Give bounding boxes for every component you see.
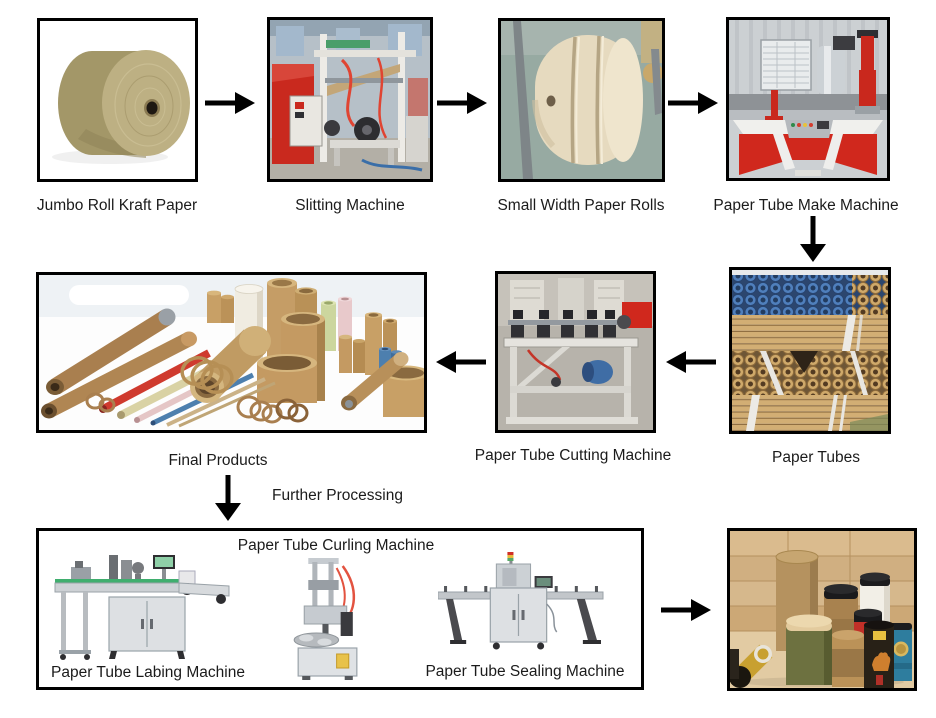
flow-arrow-right-1-icon	[205, 92, 255, 114]
further-processing-label: Further Processing	[272, 487, 403, 504]
flow-arrow-down-2-icon	[215, 475, 241, 521]
labing-machine-illustration	[53, 553, 233, 663]
paper-tube-labing-machine-image	[53, 553, 233, 663]
paper-tube-cutting-machine-label: Paper Tube Cutting Machine	[474, 447, 672, 464]
finished-packaging-illustration	[730, 531, 914, 688]
sealing-machine-illustration	[438, 552, 604, 654]
paper-tubes-label: Paper Tubes	[772, 449, 860, 466]
jumbo-roll-kraft-paper-image	[37, 18, 198, 182]
jumbo-roll-illustration	[40, 21, 195, 179]
paper-tube-curling-machine-label: Paper Tube Curling Machine	[237, 537, 435, 554]
paper-tube-make-machine-label: Paper Tube Make Machine	[713, 197, 899, 214]
final-products-label: Final Products	[168, 452, 268, 469]
paper-tube-sealing-machine-label: Paper Tube Sealing Machine	[425, 663, 625, 680]
slitting-machine-image	[267, 17, 433, 182]
further-processing-box	[36, 528, 644, 690]
paper-tube-make-machine-image	[726, 17, 890, 181]
small-rolls-illustration	[501, 21, 662, 179]
paper-tube-curling-machine-image	[284, 558, 370, 682]
slitting-machine-label: Slitting Machine	[295, 197, 405, 214]
curling-machine-illustration	[284, 558, 370, 682]
tube-make-machine-illustration	[729, 20, 887, 178]
flow-arrow-right-2-icon	[437, 92, 487, 114]
flow-arrow-left-2-icon	[436, 351, 486, 373]
paper-tubes-image	[729, 267, 891, 434]
paper-tube-labing-machine-label: Paper Tube Labing Machine	[51, 664, 245, 681]
flow-arrow-right-4-icon	[661, 599, 711, 621]
cutting-machine-illustration	[498, 274, 653, 430]
finished-packaging-products-image	[727, 528, 917, 691]
final-products-illustration	[39, 275, 424, 430]
jumbo-roll-kraft-paper-label: Jumbo Roll Kraft Paper	[36, 197, 198, 214]
slitting-machine-illustration	[270, 20, 430, 179]
paper-tube-cutting-machine-image	[495, 271, 656, 433]
flow-arrow-down-1-icon	[800, 216, 826, 262]
small-width-paper-rolls-label: Small Width Paper Rolls	[497, 197, 665, 214]
paper-tubes-illustration	[732, 270, 888, 431]
flow-arrow-right-3-icon	[668, 92, 718, 114]
small-width-paper-rolls-image	[498, 18, 665, 182]
final-products-image	[36, 272, 427, 433]
paper-tube-sealing-machine-image	[438, 552, 604, 654]
flow-arrow-left-1-icon	[666, 351, 716, 373]
